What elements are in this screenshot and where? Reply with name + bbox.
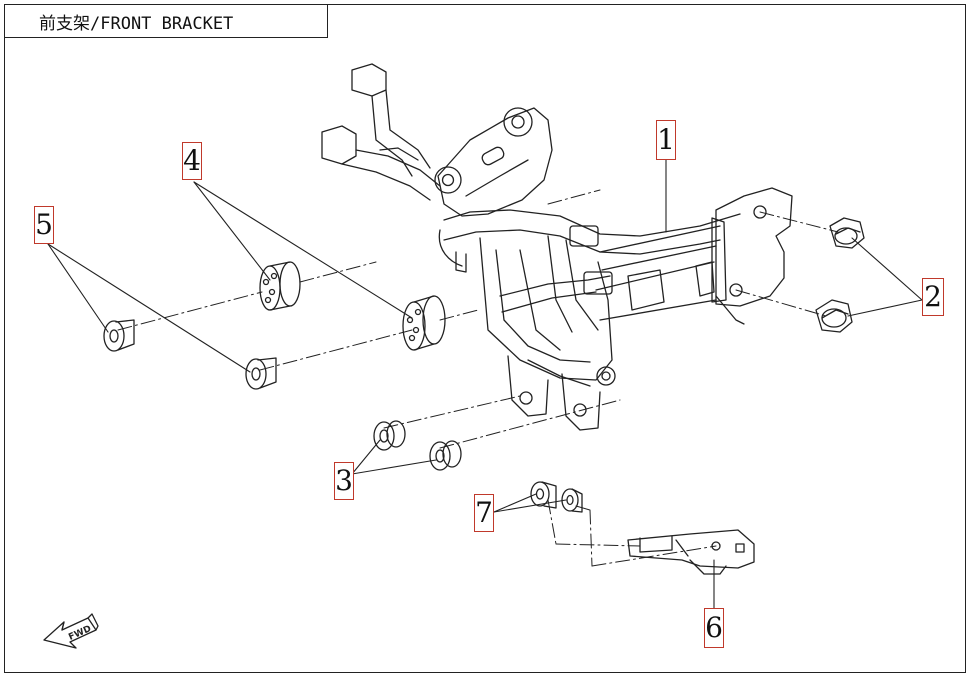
front-bracket-part [321, 63, 793, 431]
rubber-damper-upper [259, 261, 301, 311]
forward-direction-arrow-icon: FWD [43, 613, 99, 649]
callout-5: 5 [34, 206, 54, 244]
collar-part-lower [245, 357, 277, 390]
small-bracket-part [627, 529, 755, 575]
callout-leader-lines [47, 159, 923, 609]
assembly-center-lines [117, 189, 839, 567]
callout-2: 2 [922, 278, 944, 316]
callout-3: 3 [334, 462, 354, 500]
callout-1: 1 [656, 120, 676, 160]
rubber-damper-lower [402, 295, 446, 351]
bolt-part-lower [815, 299, 853, 333]
callout-4: 4 [182, 142, 202, 180]
callout-7: 7 [474, 494, 494, 532]
page-title: 前支架/FRONT BRACKET [4, 4, 328, 38]
spacer-part-upper [373, 420, 406, 451]
bolt-part-upper [829, 217, 865, 249]
washer-part-right [561, 488, 583, 513]
spacer-part-lower [429, 440, 462, 471]
callout-6: 6 [704, 608, 724, 648]
drawing-frame [4, 4, 966, 673]
collar-part-upper [103, 319, 135, 352]
